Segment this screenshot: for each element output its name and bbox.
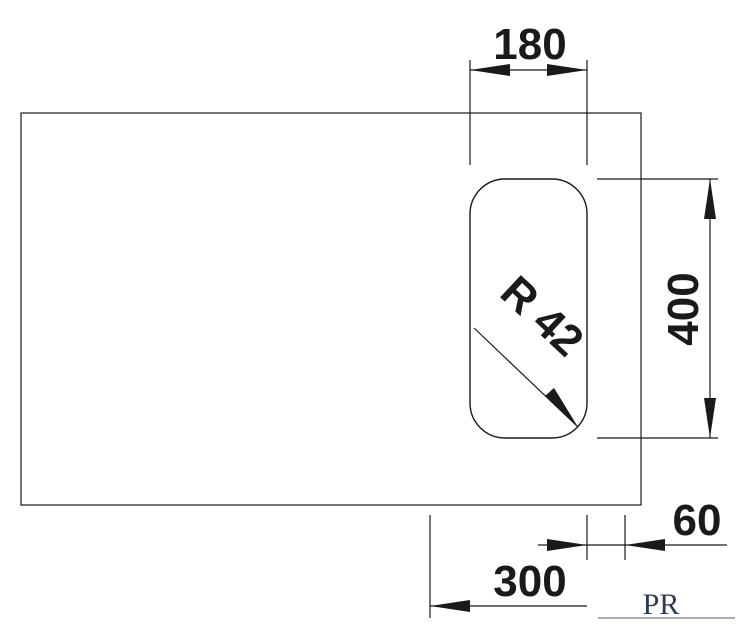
dimension-offset-bottom: 300 xyxy=(429,515,587,618)
brand-logo-text: PR xyxy=(643,588,680,621)
dimension-bowl-height: 400 xyxy=(597,178,718,439)
dimension-label-offset-bottom: 300 xyxy=(493,557,566,606)
dimension-label-offset-right: 60 xyxy=(673,496,722,545)
dimension-label-corner-radius: R 42 xyxy=(491,267,592,366)
bowl-outline xyxy=(469,178,588,439)
brand-logo: PR xyxy=(598,588,735,621)
dimension-offset-right: 60 xyxy=(538,496,727,560)
worktop-outline xyxy=(20,112,642,506)
dimension-label-bowl-height: 400 xyxy=(659,272,708,345)
dimension-label-bowl-width: 180 xyxy=(493,20,566,69)
dimension-bowl-width: 180 xyxy=(469,20,588,165)
dimension-corner-radius: R 42 xyxy=(473,267,593,428)
